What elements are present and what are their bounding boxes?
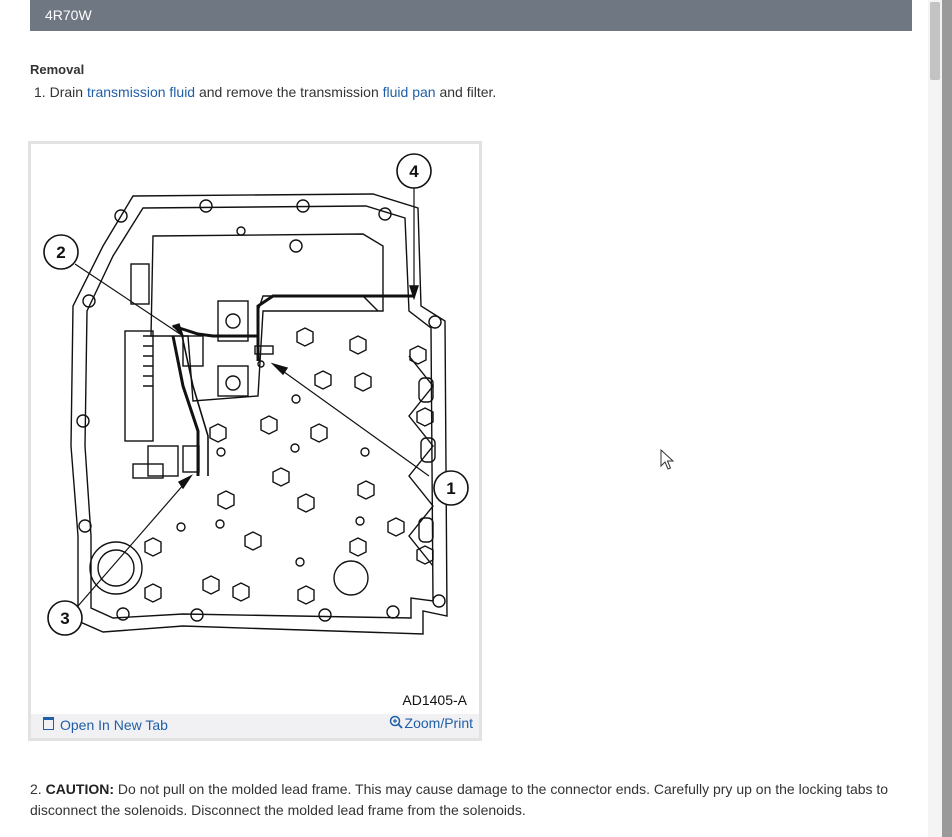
callout-3: 3: [60, 609, 69, 628]
open-in-new-tab-link[interactable]: Open In New Tab: [43, 717, 168, 733]
step-1-text-mid: and remove the transmission: [198, 84, 379, 100]
callout-4: 4: [409, 162, 419, 181]
zoom-in-icon: [389, 715, 403, 729]
scrollbar-thumb[interactable]: [930, 2, 940, 80]
vertical-scrollbar[interactable]: [928, 0, 942, 837]
caution-label: CAUTION:: [45, 781, 115, 797]
callout-2: 2: [56, 243, 65, 262]
zoom-print-label: Zoom/Print: [404, 715, 473, 731]
figure-footer: Open In New Tab Zoom/Print: [31, 714, 479, 738]
step-2-number: 2.: [30, 781, 42, 797]
section-header-title: 4R70W: [45, 7, 92, 23]
step-2: 2. CAUTION: Do not pull on the molded le…: [30, 779, 910, 821]
figure-container: 1 2 3 4 AD1405-A Open In New Tab Zoom/Pr…: [28, 141, 482, 741]
step-1-number: 1.: [34, 84, 46, 100]
section-header: 4R70W: [30, 0, 912, 31]
open-in-new-tab-label: Open In New Tab: [60, 717, 168, 733]
window-edge: [942, 0, 952, 837]
removal-heading: Removal: [30, 62, 85, 77]
fluid-pan-link[interactable]: fluid pan: [382, 84, 436, 100]
step-2-text: Do not pull on the molded lead frame. Th…: [30, 781, 889, 818]
open-new-tab-icon: [43, 717, 54, 730]
valve-body-diagram[interactable]: 1 2 3 4: [33, 146, 477, 686]
step-1: 1. Drain transmission fluid and remove t…: [34, 84, 496, 100]
mouse-cursor-icon: [660, 449, 674, 470]
callout-1: 1: [446, 479, 455, 498]
figure-code: AD1405-A: [402, 692, 467, 708]
zoom-print-link[interactable]: Zoom/Print: [389, 715, 473, 731]
transmission-fluid-link[interactable]: transmission fluid: [86, 84, 196, 100]
step-1-text-post: and filter.: [439, 84, 497, 100]
step-1-text-pre: Drain: [49, 84, 84, 100]
